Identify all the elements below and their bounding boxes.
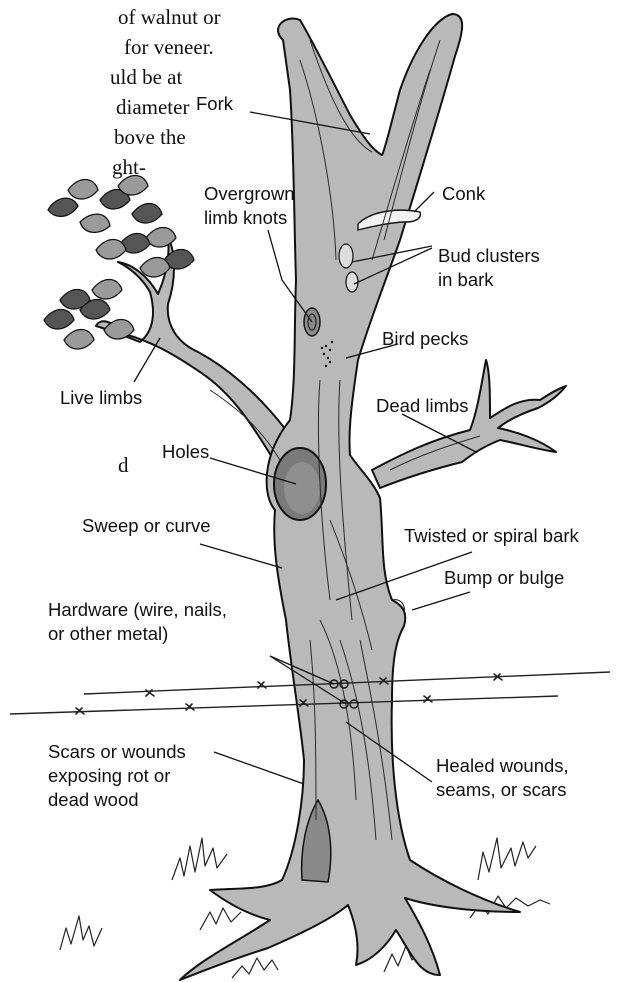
live-limb-shape: [96, 236, 286, 470]
text-fragment-6: ght-: [112, 155, 146, 179]
label-live-limbs: Live limbs: [60, 387, 142, 408]
label-healed-2: seams, or scars: [436, 779, 567, 800]
label-sweep: Sweep or curve: [82, 515, 211, 536]
label-in-bark: in bark: [438, 269, 494, 290]
label-healed-1: Healed wounds,: [436, 755, 569, 776]
label-scars-3: dead wood: [48, 789, 139, 810]
label-scars-1: Scars or wounds: [48, 741, 186, 762]
text-fragment-1: of walnut or: [118, 5, 221, 29]
tree: [96, 14, 566, 980]
label-hardware-1: Hardware (wire, nails,: [48, 599, 227, 620]
text-fragment-3: uld be at: [110, 65, 182, 89]
label-dead-limbs: Dead limbs: [376, 395, 469, 416]
label-limb-knots: limb knots: [204, 207, 287, 228]
text-fragment-5: bove the: [114, 125, 186, 149]
bud-cluster-2: [346, 272, 358, 292]
label-bud-clusters: Bud clusters: [438, 245, 540, 266]
bud-cluster-1: [339, 244, 353, 268]
text-fragment-2: for veneer.: [124, 35, 214, 59]
label-hardware-2: or other metal): [48, 623, 168, 644]
trunk-shape: [180, 14, 520, 980]
label-bump: Bump or bulge: [444, 567, 564, 588]
label-conk: Conk: [442, 183, 486, 204]
label-overgrown: Overgrown: [204, 183, 294, 204]
label-bird-pecks: Bird pecks: [382, 328, 468, 349]
label-holes: Holes: [162, 441, 209, 462]
label-fork: Fork: [196, 93, 234, 114]
text-fragment-7: d: [118, 453, 129, 477]
text-fragment-4: diameter: [116, 95, 189, 119]
dead-limbs-shape: [372, 360, 566, 488]
label-twisted: Twisted or spiral bark: [404, 525, 580, 546]
label-scars-2: exposing rot or: [48, 765, 170, 786]
